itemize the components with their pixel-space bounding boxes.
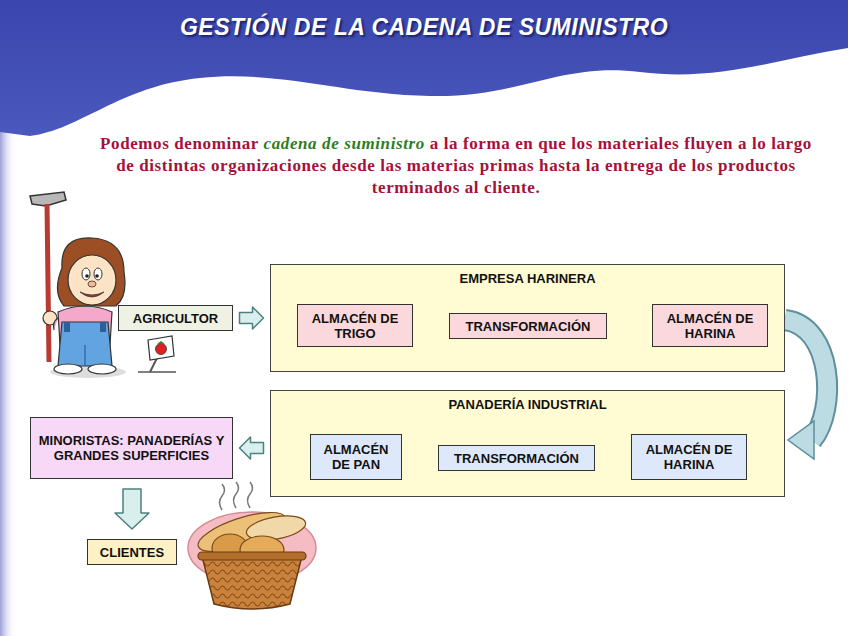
retail-box: MINORISTAS: PANADERÍAS Y GRANDES SUPERFI… — [30, 417, 233, 479]
curve-head — [788, 421, 814, 459]
source-box: AGRICULTOR — [118, 305, 233, 331]
curve-body — [785, 320, 827, 440]
process-box: ALMACÉN DE PAN — [310, 434, 402, 480]
box-label: TRANSFORMACIÓN — [454, 451, 579, 466]
box-label: ALMACÉN DE HARINA — [637, 442, 741, 472]
company-box: PANADERÍA INDUSTRIAL ALMACÉN DE PAN TRANSF… — [270, 390, 785, 497]
arrow-shape — [240, 437, 264, 459]
company-box: EMPRESA HARINERA ALMACÉN DE TRIGO TRANSFOR… — [270, 264, 785, 372]
slide-title: GESTIÓN DE LA CADENA DE SUMINISTRO — [0, 14, 848, 41]
curved-arrow — [785, 320, 827, 459]
box-label: ALMACÉN DE HARINA — [658, 311, 762, 341]
box-label: ALMACÉN DE TRIGO — [303, 311, 407, 341]
process-box: ALMACÉN DE HARINA — [631, 434, 747, 480]
process-box: ALMACÉN DE TRIGO — [297, 304, 413, 347]
process-box: TRANSFORMACIÓN — [438, 445, 595, 471]
box-label: AGRICULTOR — [133, 311, 218, 326]
group-heading: EMPRESA HARINERA — [271, 271, 784, 286]
box-label: ALMACÉN DE PAN — [316, 442, 396, 472]
intro-text: cadena de suministro — [264, 134, 425, 153]
block-arrow — [240, 437, 264, 459]
intro-paragraph: Podemos denominar cadena de suministro a… — [96, 133, 816, 199]
process-box: ALMACÉN DE HARINA — [652, 304, 768, 347]
customer-box: CLIENTES — [87, 539, 177, 565]
group-heading: PANADERÍA INDUSTRIAL — [271, 397, 784, 412]
title-band — [0, 0, 848, 136]
side-stripe — [0, 60, 16, 636]
intro-text: Podemos denominar — [100, 134, 259, 153]
farmer-illustration — [30, 192, 126, 378]
bread-basket — [188, 482, 316, 609]
title-text: GESTIÓN DE LA CADENA DE SUMINISTRO — [180, 14, 668, 40]
tomato-sign — [138, 336, 176, 372]
box-label: MINORISTAS: PANADERÍAS Y GRANDES SUPERFI… — [36, 433, 227, 463]
arrow-shape — [115, 489, 149, 529]
box-label: TRANSFORMACIÓN — [466, 319, 591, 334]
arrow-shape — [240, 307, 264, 329]
curve-outline — [785, 320, 827, 440]
block-arrow — [240, 307, 264, 329]
process-box: TRANSFORMACIÓN — [449, 313, 607, 339]
box-label: CLIENTES — [100, 545, 164, 560]
block-arrow — [115, 489, 149, 529]
